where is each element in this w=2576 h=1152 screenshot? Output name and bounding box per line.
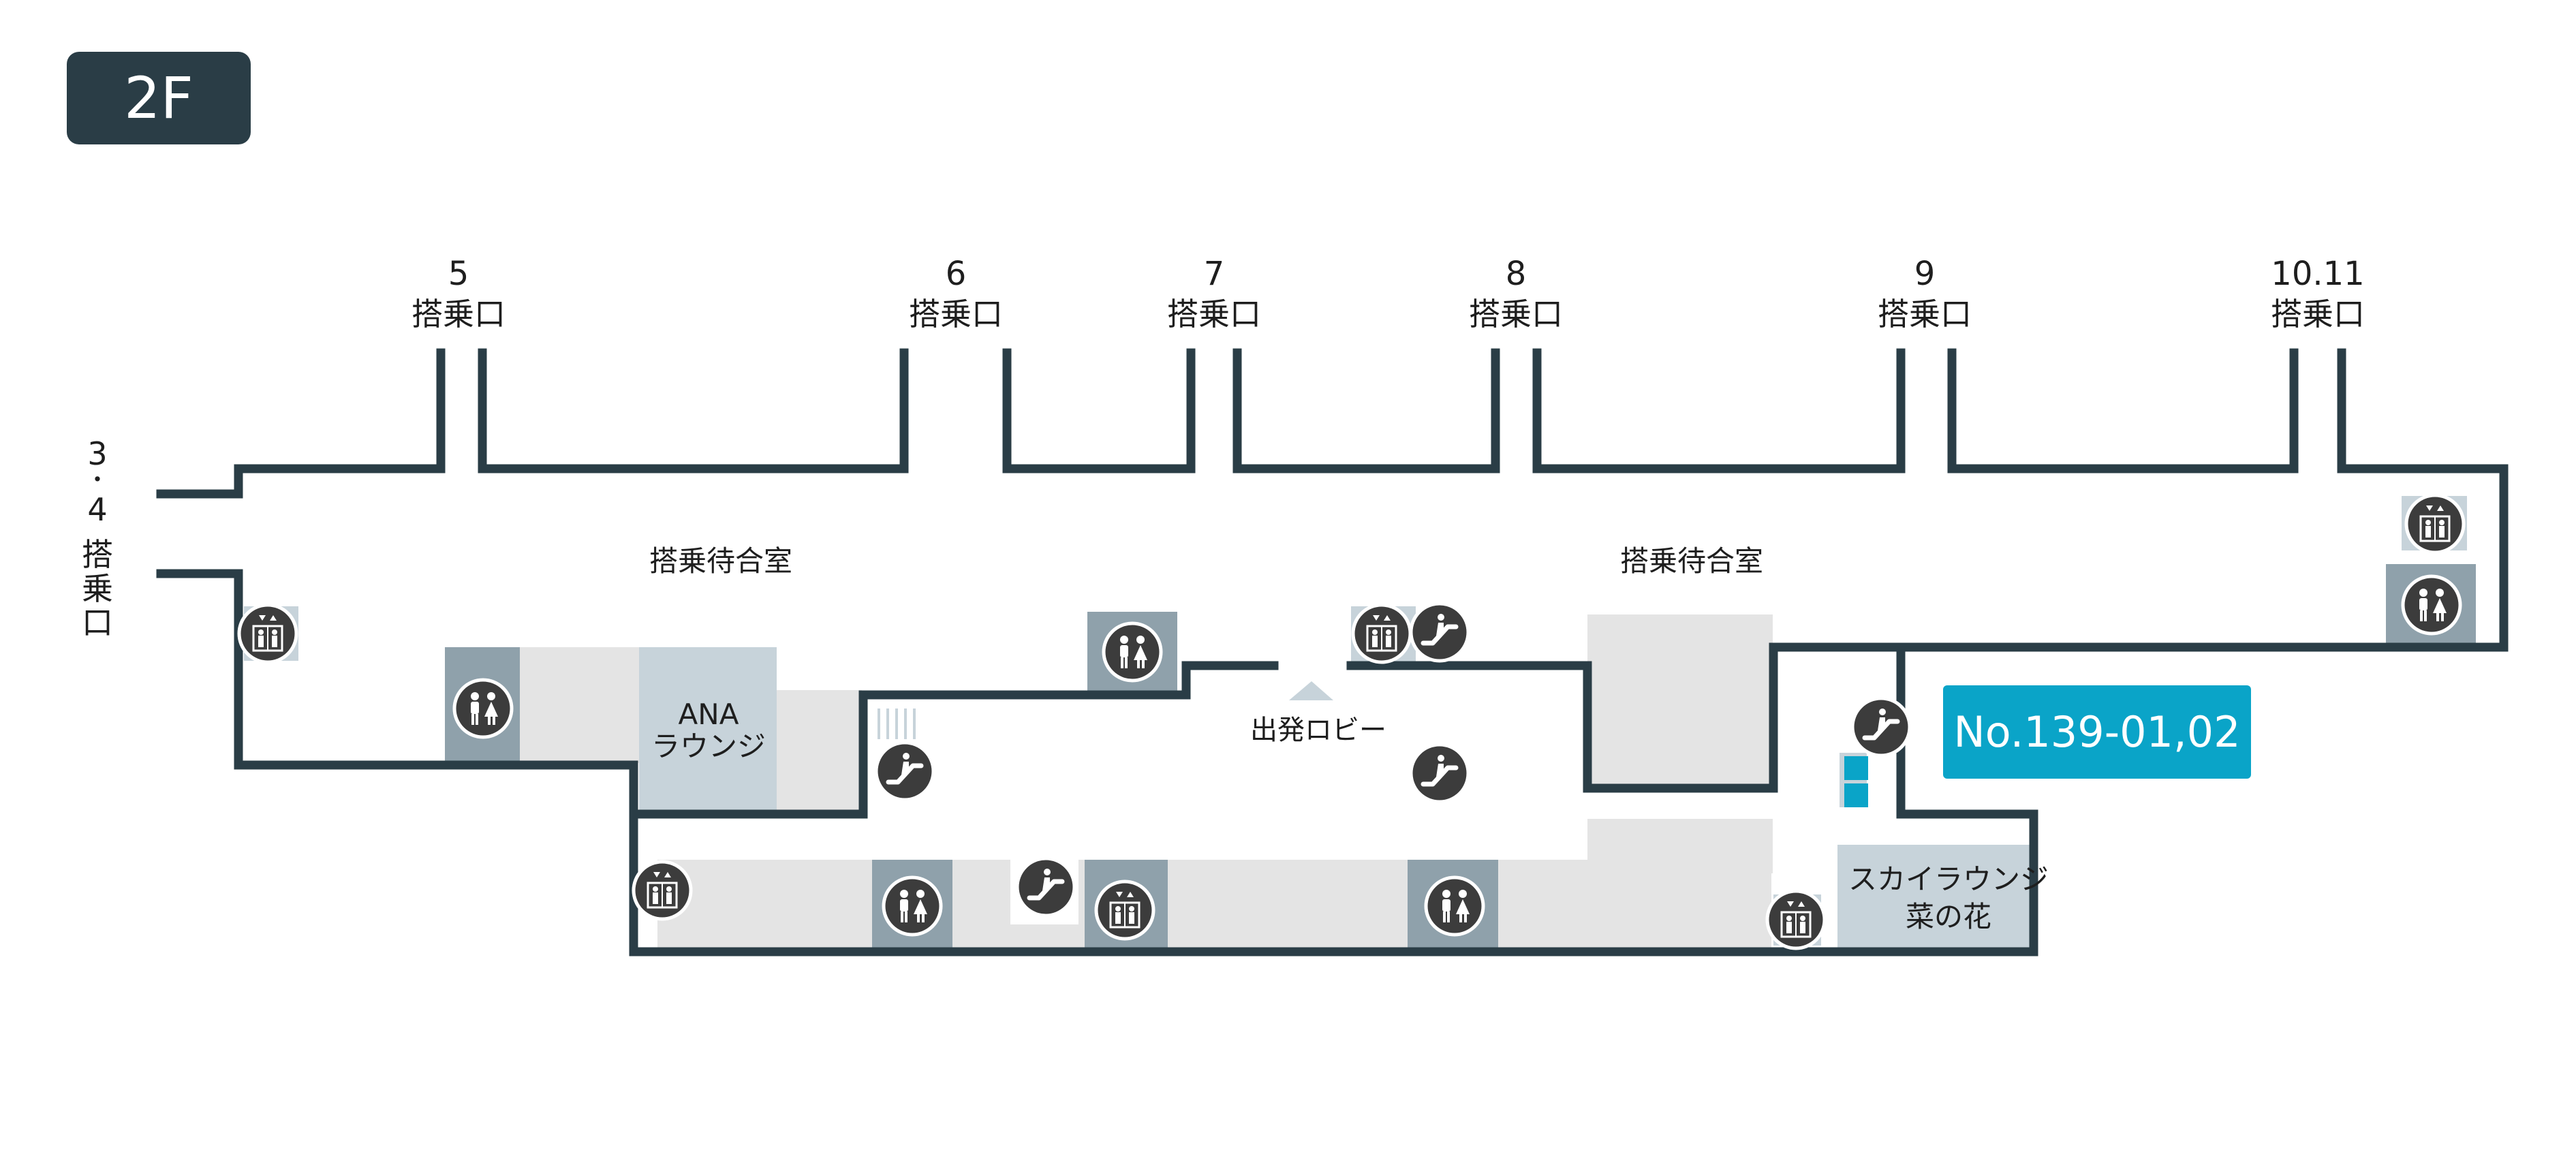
ana-lounge[interactable]: ANA ラウンジ	[651, 698, 766, 763]
elevator-icon[interactable]	[1353, 605, 1410, 662]
gate-number: 4	[87, 491, 107, 528]
stairs-marker	[878, 709, 916, 739]
gallery-room	[657, 860, 1771, 952]
restroom-icon[interactable]	[2403, 576, 2460, 634]
lobby-arrow	[1289, 681, 1333, 700]
gate-label: 搭乗口	[1167, 296, 1261, 332]
light-room	[1587, 819, 1773, 873]
ana-lounge-label: ANA	[679, 698, 739, 731]
gate-number: 3	[87, 435, 107, 472]
gate-number-separator: ・	[86, 467, 109, 494]
gate-10-11[interactable]: 10.11 搭乗口	[2271, 255, 2365, 332]
gate-number: 5	[448, 255, 469, 293]
gate-label-char: 搭	[82, 536, 113, 573]
restroom-icon[interactable]	[1104, 623, 1161, 681]
gate-number: 6	[946, 255, 967, 293]
gate-label-char: 口	[82, 604, 113, 641]
waiting-room-left-label: 搭乗待合室	[649, 544, 792, 578]
light-room	[1587, 614, 1773, 788]
gate-6[interactable]: 6 搭乗口	[909, 255, 1003, 332]
departure-lobby-label: 出発ロビー	[1250, 715, 1386, 746]
location-highlight-label: No.139-01,02	[1953, 707, 2240, 757]
restroom-icon[interactable]	[884, 877, 941, 935]
escalator-icon[interactable]	[1411, 604, 1468, 661]
sky-lounge-label: スカイラウンジ	[1848, 862, 2049, 896]
gate-9[interactable]: 9 搭乗口	[1878, 255, 1972, 332]
floor-badge[interactable]: 2F	[67, 52, 251, 144]
gate-label: 搭乗口	[2271, 296, 2365, 332]
gate-8[interactable]: 8 搭乗口	[1469, 255, 1563, 332]
escalator-icon[interactable]	[1017, 858, 1074, 916]
gate-label: 搭乗口	[909, 296, 1003, 332]
elevator-icon[interactable]	[1767, 891, 1825, 948]
escalator-icon[interactable]	[1411, 745, 1468, 802]
ana-lounge-room	[639, 647, 777, 814]
waiting-room-right-label: 搭乗待合室	[1620, 544, 1763, 578]
gate-3-4[interactable]: 3 ・ 4 搭 乗 口	[82, 435, 113, 641]
floor-label: 2F	[124, 65, 193, 131]
gate-7[interactable]: 7 搭乗口	[1167, 255, 1261, 332]
gate-label-char: 乗	[82, 570, 113, 607]
escalator-icon[interactable]	[876, 743, 933, 800]
ana-lounge-annex	[777, 690, 862, 814]
sky-lounge[interactable]: スカイラウンジ 菜の花	[1848, 862, 2049, 933]
escalator-icon[interactable]	[1852, 698, 1910, 756]
walls	[156, 348, 2509, 956]
elevator-icon[interactable]	[2406, 495, 2464, 552]
gate-number: 10.11	[2271, 255, 2364, 293]
elevator-icon[interactable]	[634, 862, 691, 919]
info-screen	[1844, 783, 1868, 807]
gate-number: 8	[1506, 255, 1527, 293]
sky-lounge-room	[1837, 845, 2030, 952]
gate-label: 搭乗口	[1469, 296, 1563, 332]
restroom-icon[interactable]	[1426, 877, 1483, 935]
gate-label: 搭乗口	[1878, 296, 1972, 332]
gate-number: 7	[1204, 255, 1225, 293]
elevator-icon[interactable]	[239, 605, 296, 662]
location-highlight[interactable]: No.139-01,02	[1943, 685, 2251, 779]
gate-label: 搭乗口	[412, 296, 506, 332]
elevator-icon[interactable]	[1096, 882, 1153, 939]
ana-lounge-label: ラウンジ	[651, 730, 766, 763]
info-screen	[1844, 756, 1868, 780]
restroom-icon[interactable]	[454, 680, 512, 737]
corridor-room	[520, 647, 639, 763]
gate-5[interactable]: 5 搭乗口	[412, 255, 506, 332]
sky-lounge-label: 菜の花	[1906, 900, 1991, 933]
gate-number: 9	[1914, 255, 1936, 293]
